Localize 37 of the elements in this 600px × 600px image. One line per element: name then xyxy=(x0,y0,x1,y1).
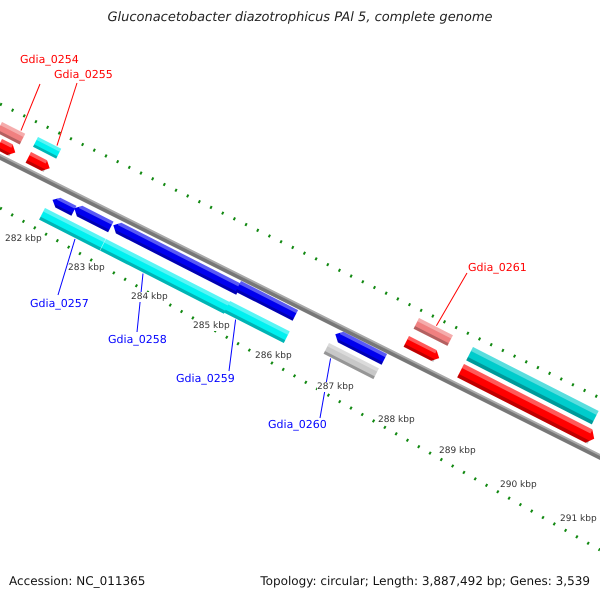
scale-label: 290 kbp xyxy=(500,480,537,490)
footer-text: Accession: NC_011365 xyxy=(9,574,146,588)
gene-label: Gdia_0258 xyxy=(108,333,167,346)
gene-bar xyxy=(0,122,26,144)
gene-bar xyxy=(335,330,387,365)
scale-label: 287 kbp xyxy=(317,382,354,392)
scale-label: 291 kbp xyxy=(560,514,597,524)
scale-label: 288 kbp xyxy=(378,415,415,425)
leader-line xyxy=(436,272,468,326)
gene-label: Gdia_0260 xyxy=(268,418,327,431)
gene-label: Gdia_0254 xyxy=(20,53,79,66)
gene-bar xyxy=(236,281,298,321)
scale-label: 285 kbp xyxy=(193,321,230,331)
title: Gluconacetobacter diazotrophicus PAl 5, complete genome xyxy=(106,10,494,25)
gene-bar xyxy=(404,336,440,362)
gene-bar xyxy=(74,204,114,232)
leader-line xyxy=(58,238,76,296)
gene-bar xyxy=(33,137,62,159)
footer-text: Topology: circular; Length: 3,887,492 bp; Genes: 3,539 xyxy=(260,574,590,588)
leader-line xyxy=(56,82,78,146)
gene-label: Gdia_0259 xyxy=(176,372,235,385)
scale-label: 289 kbp xyxy=(439,446,476,456)
leader-line xyxy=(228,319,236,372)
gene-bar xyxy=(457,364,594,444)
gene-label: Gdia_0255 xyxy=(54,68,113,81)
gene-bar xyxy=(52,196,76,216)
gene-bar xyxy=(26,152,50,172)
gene-bar xyxy=(324,343,379,380)
gene-bar xyxy=(414,318,453,346)
scale-label: 283 kbp xyxy=(68,263,105,273)
scale-label: 284 kbp xyxy=(131,292,168,302)
gene-label: Gdia_0261 xyxy=(468,261,527,274)
gene-bar xyxy=(0,139,16,156)
gene-label: Gdia_0257 xyxy=(30,297,89,310)
leader-line xyxy=(20,84,40,132)
gene-bar xyxy=(466,347,599,424)
scale-label: 282 kbp xyxy=(5,234,42,244)
